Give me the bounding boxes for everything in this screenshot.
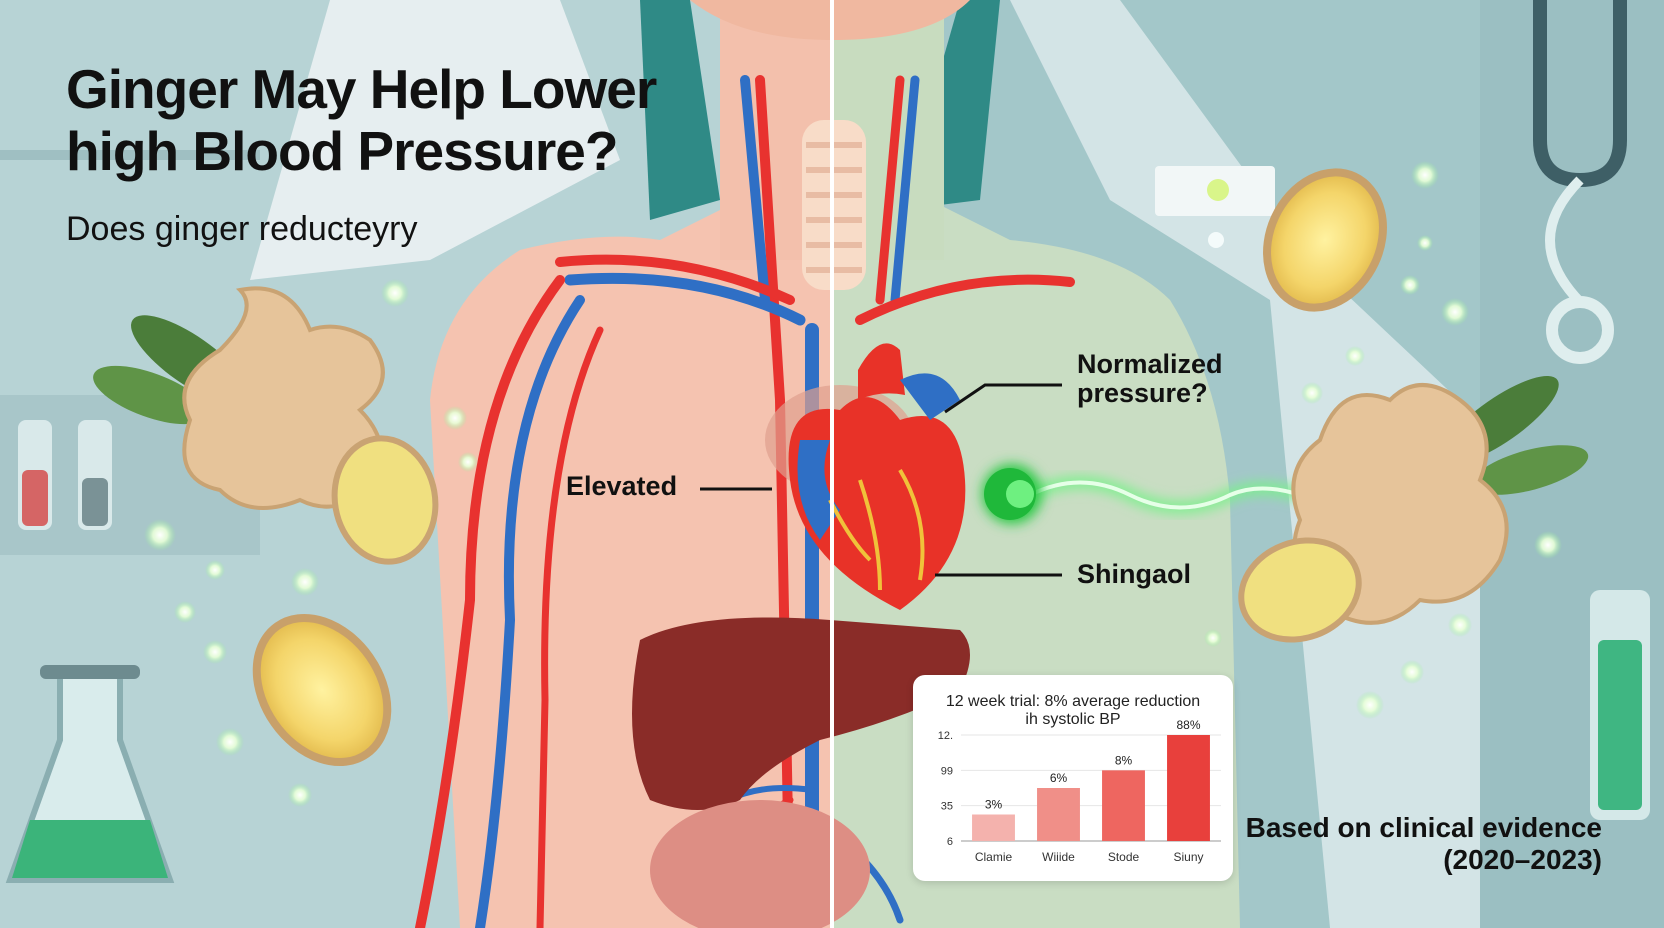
lab-coat-left (250, 0, 620, 280)
bar-value-label: 6% (1050, 771, 1068, 785)
x-tick-label: Siuny (1173, 850, 1203, 864)
footnote-line1: Based on clinical evidence (1245, 812, 1602, 843)
shogaol-signal-icon (982, 464, 1302, 524)
ginger-slice-icon (1263, 168, 1387, 312)
ginger-root-icon (93, 286, 439, 565)
test-tube-liquid (22, 470, 48, 526)
y-tick-label: 99 (941, 765, 953, 777)
beaker-liquid (1598, 640, 1642, 810)
liver (632, 617, 970, 810)
bar (1037, 788, 1080, 841)
y-tick-label: 35 (941, 801, 953, 813)
bar-chart: 6 35 99 12. 3% Clamie 6% Wiiide 8% Stode 88% Siuny (938, 718, 1221, 864)
bar (1167, 735, 1210, 841)
test-tube-liquid (82, 478, 108, 526)
shingaol-label: Shingaol (1077, 559, 1191, 589)
normalized-pressure-label: Normalized pressure? (1077, 350, 1223, 408)
page-subtitle: Does ginger reducteyry (66, 210, 418, 248)
hair-left (640, 0, 720, 220)
bar-value-label: 3% (985, 798, 1003, 812)
flask-liquid (12, 820, 168, 878)
bar-value-label: 8% (1115, 753, 1133, 767)
stomach (650, 800, 870, 928)
normalized-label-line2: pressure? (1077, 378, 1208, 408)
bar (972, 814, 1015, 841)
evidence-footnote: Based on clinical evidence (2020–2023) (1246, 812, 1602, 876)
normalized-callout-line (944, 383, 1062, 414)
ginger-slice-icon (252, 613, 392, 767)
shelf (0, 150, 260, 160)
normalized-label-line1: Normalized (1077, 349, 1223, 379)
x-tick-label: Clamie (975, 850, 1013, 864)
sparkle-dots (144, 161, 1562, 807)
bar (1102, 770, 1145, 841)
coat-button (1208, 232, 1224, 248)
footnote-line2: (2020–2023) (1443, 844, 1602, 875)
chart-title-line1: 12 week trial: 8% average reduction (945, 693, 1201, 710)
elevated-label: Elevated (566, 471, 678, 501)
ginger-root-icon (1238, 375, 1589, 643)
bar-value-label: 88% (1176, 718, 1200, 732)
chart-title-line2: ih systolic BP (1025, 711, 1121, 728)
chart-title: 12 week trial: 8% average reduction ih s… (913, 693, 1233, 729)
trial-chart-card: 12 week trial: 8% average reduction ih s… (913, 675, 1233, 881)
x-tick-label: Stode (1108, 850, 1140, 864)
pocket-light-icon (1207, 179, 1229, 201)
page-title: Ginger May Help Lower high Blood Pressur… (66, 58, 657, 182)
stethoscope-tube (1545, 176, 1584, 306)
y-tick-label: 12. (938, 730, 953, 742)
flask-cap (40, 665, 140, 679)
x-tick-label: Wiiide (1042, 850, 1075, 864)
y-tick-label: 6 (947, 836, 953, 848)
